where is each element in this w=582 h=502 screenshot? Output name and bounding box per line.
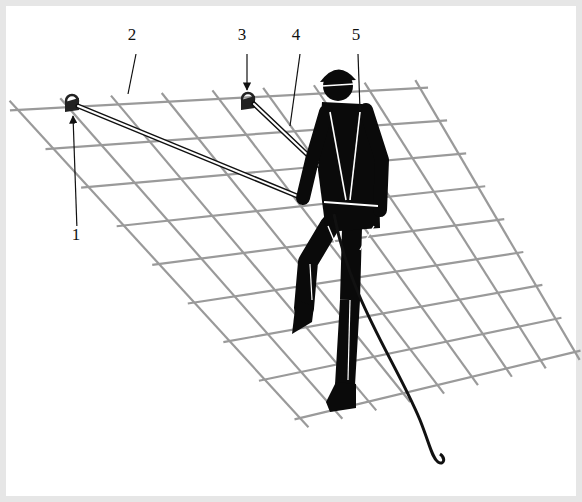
leader-line bbox=[290, 54, 300, 126]
mesh-grid bbox=[10, 80, 581, 427]
mesh-bar bbox=[223, 285, 542, 342]
mesh-bar bbox=[259, 318, 562, 381]
leader-line bbox=[73, 116, 77, 230]
mesh-bar bbox=[212, 90, 444, 393]
worker-figure bbox=[292, 69, 382, 412]
mesh-bar bbox=[365, 83, 546, 369]
leader-line bbox=[128, 54, 136, 94]
leader-line bbox=[246, 54, 247, 90]
callout-number: 5 bbox=[351, 26, 362, 43]
anchor-point bbox=[241, 93, 255, 110]
hanging-rope bbox=[334, 214, 444, 463]
callout-number: 3 bbox=[237, 26, 248, 43]
callout-number: 2 bbox=[127, 26, 138, 43]
anchor-point bbox=[65, 95, 79, 112]
mesh-bar bbox=[415, 80, 579, 360]
callout-number: 1 bbox=[71, 226, 82, 243]
leader-line bbox=[358, 54, 360, 110]
callout-number: 4 bbox=[291, 26, 302, 43]
background-panel bbox=[6, 6, 576, 496]
